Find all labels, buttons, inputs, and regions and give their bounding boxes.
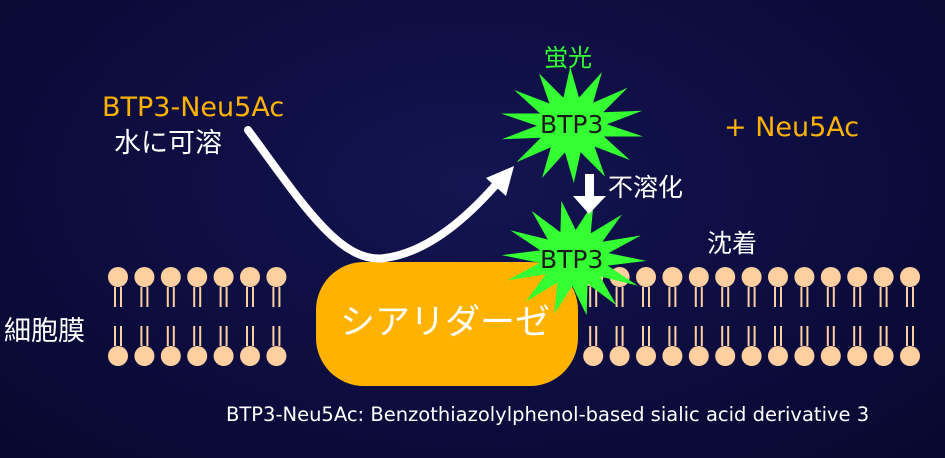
- btp3-label-bottom: BTP3: [540, 245, 604, 274]
- fluorescence-label: 蛍光: [544, 44, 592, 72]
- lipid-head: [609, 346, 630, 366]
- cell-membrane-label: 細胞膜: [4, 316, 85, 347]
- lipid-head: [900, 346, 920, 366]
- btp3-deposited-burst: [501, 200, 647, 316]
- lipid-head: [266, 346, 287, 366]
- lipid-head: [715, 267, 736, 287]
- btp3-label-top: BTP3: [540, 110, 604, 139]
- lipid-head: [688, 346, 709, 366]
- lipid-head: [741, 267, 762, 287]
- lipid-head: [240, 267, 260, 287]
- sialidase-label: シアリダーゼ: [340, 303, 551, 343]
- lipid-head: [847, 267, 868, 287]
- lipid-head: [108, 346, 128, 366]
- cell-membrane-bilayer: [108, 267, 920, 366]
- lipid-head: [266, 267, 287, 287]
- lipid-head: [662, 346, 683, 366]
- insolubilization-arrow-shaft: [585, 174, 594, 198]
- lipid-head: [636, 346, 656, 366]
- lipid-head: [768, 267, 788, 287]
- footnote: BTP3-Neu5Ac: Benzothiazolylphenol-based …: [226, 403, 870, 426]
- lipid-head: [213, 267, 234, 287]
- lipid-head: [213, 346, 234, 366]
- lipid-head: [134, 346, 155, 366]
- btp3-fluorescent-burst: [500, 67, 644, 183]
- lipid-head: [900, 267, 920, 287]
- lipid-head: [662, 267, 683, 287]
- substrate-name: BTP3-Neu5Ac: [102, 92, 285, 123]
- lipid-head: [794, 346, 815, 366]
- lipid-head: [240, 346, 260, 366]
- lipid-head: [160, 346, 181, 366]
- lipid-head: [847, 346, 868, 366]
- released-neu5ac-label: + Neu5Ac: [724, 112, 860, 143]
- insolubilization-label: 不溶化: [608, 173, 684, 202]
- lipid-head: [741, 346, 762, 366]
- lipid-head: [187, 267, 208, 287]
- lipid-head: [187, 346, 208, 366]
- lipid-head: [108, 267, 128, 287]
- lipid-head: [820, 267, 841, 287]
- lipid-head: [160, 267, 181, 287]
- sialidase-enzyme: [316, 262, 578, 386]
- lipid-head: [715, 346, 736, 366]
- lipid-head: [873, 346, 894, 366]
- lipid-head: [636, 267, 656, 287]
- lipid-head: [583, 346, 604, 366]
- lipid-head: [768, 346, 788, 366]
- substrate-property: 水に可溶: [114, 128, 222, 159]
- insolubilization-arrow-head: [573, 196, 606, 214]
- lipid-head: [873, 267, 894, 287]
- reaction-arrow-head: [486, 166, 514, 196]
- lipid-head: [134, 267, 155, 287]
- lipid-head: [820, 346, 841, 366]
- reaction-curve-arrow: [244, 126, 504, 263]
- lipid-head: [688, 267, 709, 287]
- deposition-label: 沈着: [707, 229, 758, 258]
- lipid-head: [794, 267, 815, 287]
